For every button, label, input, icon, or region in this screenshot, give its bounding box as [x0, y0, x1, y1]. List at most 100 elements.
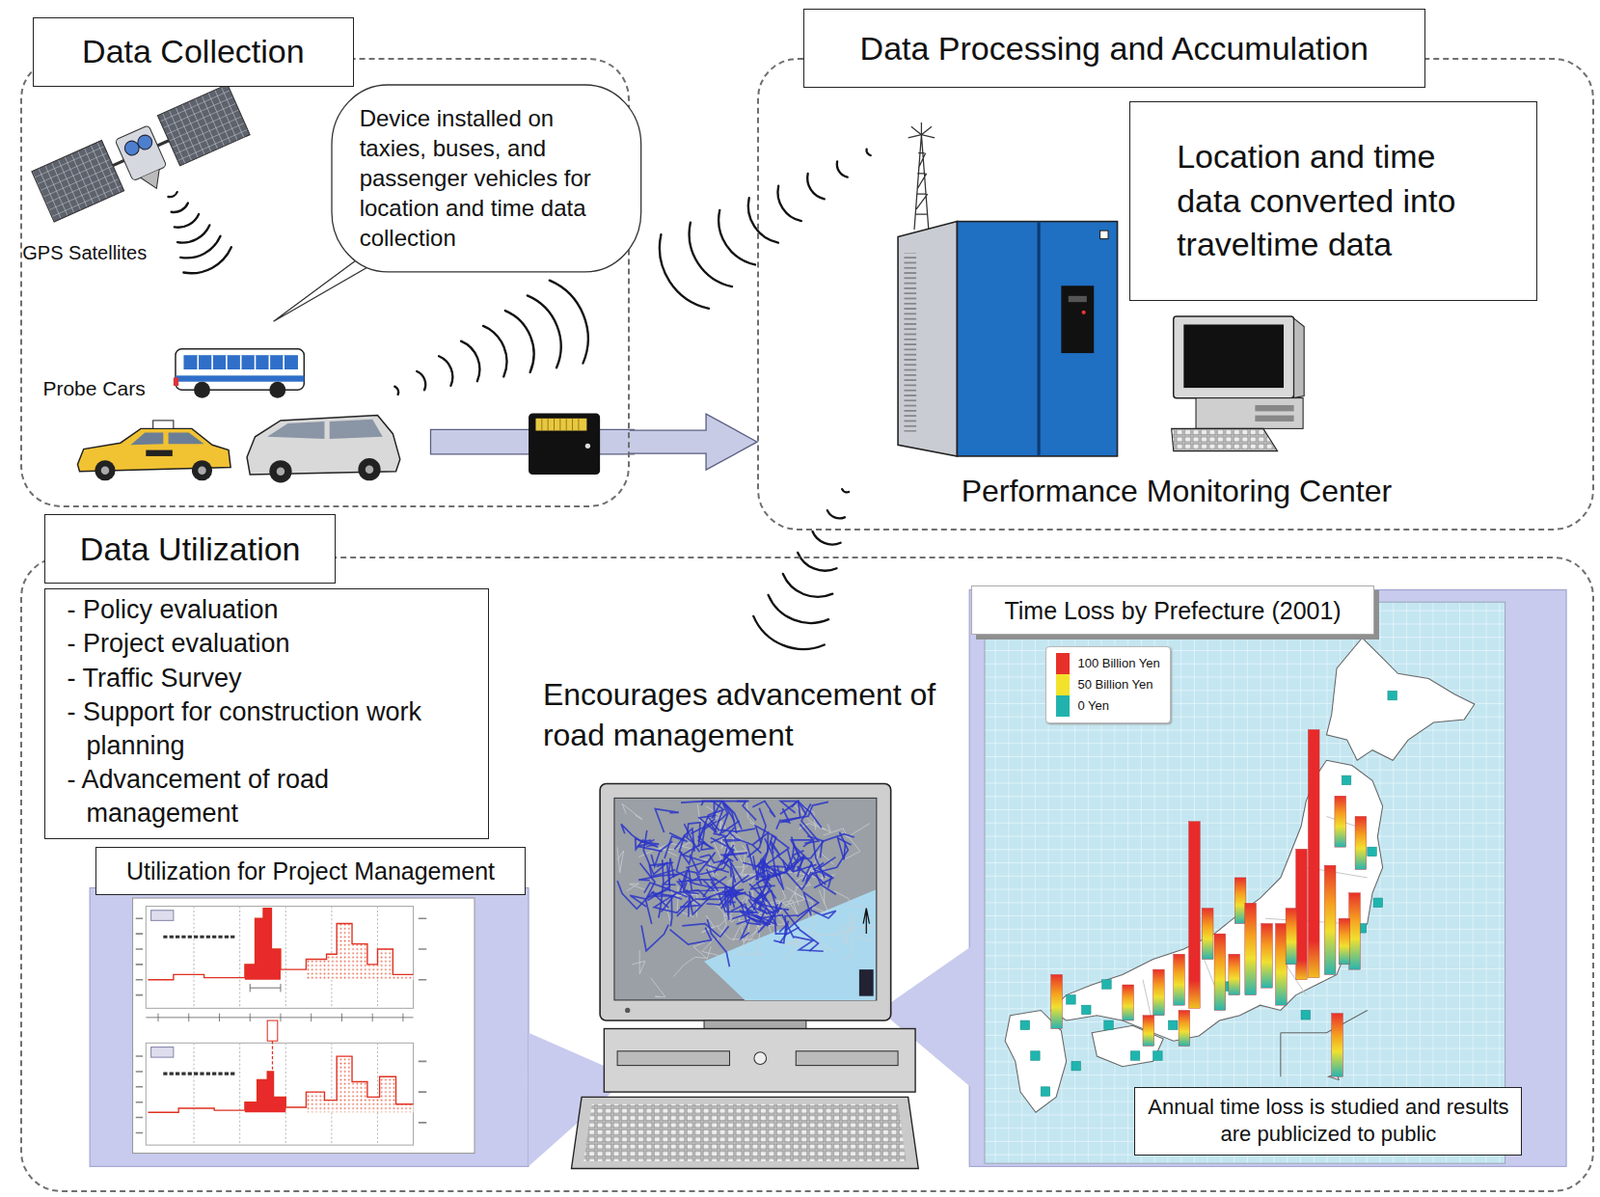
probe-route	[699, 854, 723, 863]
memory-card	[542, 418, 579, 432]
japan-map	[984, 601, 1506, 1164]
loss-marker	[1341, 775, 1352, 786]
radio-wave	[483, 325, 507, 378]
computer-display	[863, 908, 869, 934]
radio-wave	[753, 616, 825, 650]
project-chart	[305, 923, 413, 980]
radio-wave	[689, 222, 733, 287]
radio-wave	[783, 573, 833, 597]
figure-label: Performance Monitoring Center	[961, 472, 1392, 510]
taxi-icon	[153, 420, 174, 429]
computer-display	[624, 1007, 630, 1013]
node-text: - Support for construction work planning	[66, 695, 478, 763]
memory-card	[535, 418, 587, 432]
taxi-icon	[94, 460, 115, 481]
project-chart	[267, 1020, 278, 1041]
radio-wave	[866, 149, 870, 156]
probe-route	[689, 854, 729, 875]
probe-route	[777, 837, 799, 872]
street-line	[617, 847, 624, 873]
server-cabinet	[1060, 285, 1094, 353]
legend-row: 100 Billion Yen	[1056, 652, 1160, 675]
loss-marker	[1071, 1060, 1082, 1071]
loss-bar	[1201, 908, 1214, 960]
loss-marker	[1387, 690, 1398, 701]
loss-bar	[1178, 1009, 1191, 1046]
panel-ground	[89, 887, 529, 1167]
radio-wave	[768, 595, 829, 624]
legend-row: 0 Yen	[1056, 695, 1160, 717]
radio-wave	[827, 510, 845, 518]
street-line	[622, 803, 643, 819]
node-text: - Project evaluation	[66, 626, 478, 661]
taxi-icon	[77, 420, 231, 481]
probe-route	[706, 868, 719, 892]
node-text: Location and time data converted into tr…	[1176, 135, 1484, 269]
project-chart	[162, 936, 235, 1074]
note-box: Annual time loss is studied and results …	[1134, 1086, 1522, 1156]
data-flow-arrow	[629, 413, 758, 470]
legend-text: 0 Yen	[1077, 698, 1110, 713]
server-cabinet	[897, 221, 957, 457]
project-chart	[249, 983, 281, 992]
taxi-icon	[145, 450, 173, 457]
japan-map	[1326, 637, 1474, 760]
gps-satellite	[135, 133, 156, 153]
probe-route	[752, 801, 775, 818]
loss-marker	[1030, 1051, 1041, 1061]
server-cabinet	[1068, 296, 1087, 302]
arrow-body	[629, 413, 758, 470]
workstation-icon	[1254, 405, 1294, 411]
probe-route	[710, 837, 734, 861]
memory-card	[585, 443, 591, 449]
node-text: - Policy evaluation	[66, 593, 478, 627]
loss-bar	[1338, 918, 1351, 965]
radio-wave	[438, 355, 453, 386]
loss-bar	[1234, 877, 1247, 924]
legend-swatch	[1056, 674, 1070, 696]
loss-bar	[1334, 795, 1347, 847]
loss-marker	[1040, 1086, 1051, 1097]
probe-route	[652, 893, 682, 908]
radio-wave	[778, 186, 802, 221]
radio-wave	[807, 173, 825, 199]
node-text: Device installed on taxies, buses, and p…	[359, 103, 614, 254]
computer-display	[795, 1051, 898, 1066]
loss-bar	[1261, 923, 1274, 989]
probe-route	[782, 801, 829, 820]
probe-route	[796, 866, 812, 883]
radio-wave	[180, 236, 220, 259]
server-cabinet	[1100, 230, 1109, 239]
street-line	[659, 842, 694, 856]
car-icon	[276, 467, 285, 476]
radio-wave	[527, 295, 562, 368]
loss-bar	[1214, 933, 1226, 1010]
bubble-outline	[331, 84, 642, 272]
group-heading: Data Processing and Accumulation	[803, 8, 1426, 87]
computer-display	[571, 1096, 920, 1168]
street-line	[856, 925, 873, 942]
workstation-icon	[1195, 398, 1303, 430]
japan-map	[1142, 815, 1368, 1026]
radio-wave	[171, 203, 189, 213]
probe-route	[818, 857, 837, 889]
probe-route	[638, 873, 678, 880]
antenna-tower	[908, 122, 936, 138]
probe-route	[772, 866, 787, 891]
project-chart	[145, 906, 413, 1009]
figure-panel: Utilization for Project Management	[91, 889, 531, 1168]
antenna-tower	[908, 122, 936, 230]
project-chart	[145, 1042, 413, 1145]
probe-route	[754, 890, 783, 912]
legend-row: 50 Billion Yen	[1056, 674, 1160, 696]
bus-icon	[197, 354, 284, 370]
probe-route	[677, 890, 694, 917]
car-icon	[365, 464, 374, 473]
japan-map	[1280, 1009, 1368, 1077]
loss-bar	[1245, 902, 1257, 995]
taxi-icon	[168, 433, 205, 445]
road-network	[617, 801, 874, 998]
car-icon	[269, 460, 292, 483]
loss-marker	[1082, 1004, 1092, 1015]
japan-map	[984, 601, 1506, 1164]
